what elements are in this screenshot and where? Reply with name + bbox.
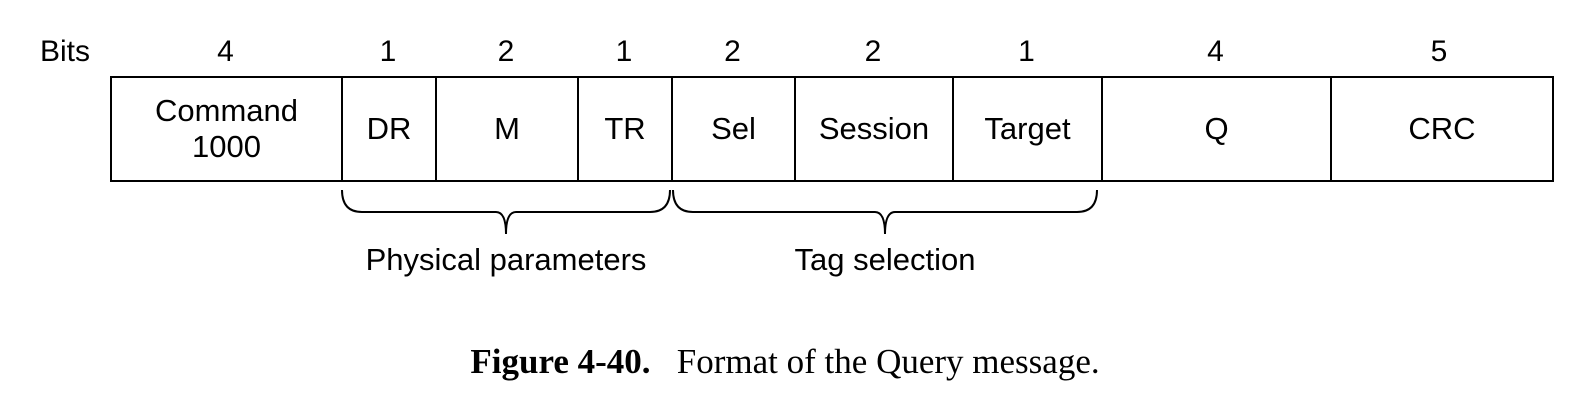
figure-caption: Figure 4-40. Format of the Query message… xyxy=(0,340,1570,384)
bit-width-q: 4 xyxy=(1207,35,1224,68)
field-session: Session xyxy=(796,78,954,180)
field-sel: Sel xyxy=(673,78,796,180)
query-message-fields: Command 1000 DR M TR Sel Session Target … xyxy=(110,76,1554,182)
field-m: M xyxy=(437,78,579,180)
bit-width-dr: 1 xyxy=(379,35,397,68)
bits-label: Bits xyxy=(40,35,91,68)
tag-selection-label: Tag selection xyxy=(794,242,976,277)
bit-width-session: 2 xyxy=(864,35,882,68)
physical-parameters-label: Physical parameters xyxy=(365,242,647,277)
field-command: Command 1000 xyxy=(112,78,343,180)
field-tr: TR xyxy=(579,78,673,180)
figure-caption-text: Format of the Query message. xyxy=(676,342,1100,381)
field-crc: CRC xyxy=(1408,111,1476,146)
field-target: Target xyxy=(954,78,1103,180)
group-braces xyxy=(341,189,1098,235)
bit-width-m: 2 xyxy=(497,35,515,68)
bit-width-target: 1 xyxy=(1018,35,1035,68)
field-dr: DR xyxy=(343,78,437,180)
bit-width-crc: 5 xyxy=(1430,35,1448,68)
caption-spacer xyxy=(659,342,677,381)
bit-width-tr: 1 xyxy=(615,35,633,68)
field-q: Q xyxy=(1103,78,1332,180)
tag-selection-brace xyxy=(672,189,1098,235)
bit-width-sel: 2 xyxy=(724,35,741,68)
physical-parameters-brace xyxy=(341,189,671,235)
bit-widths-row: 4 1 2 1 2 2 1 4 5 xyxy=(0,32,1570,72)
bit-width-command: 4 xyxy=(217,35,234,68)
figure-number: Figure 4-40. xyxy=(470,342,651,381)
